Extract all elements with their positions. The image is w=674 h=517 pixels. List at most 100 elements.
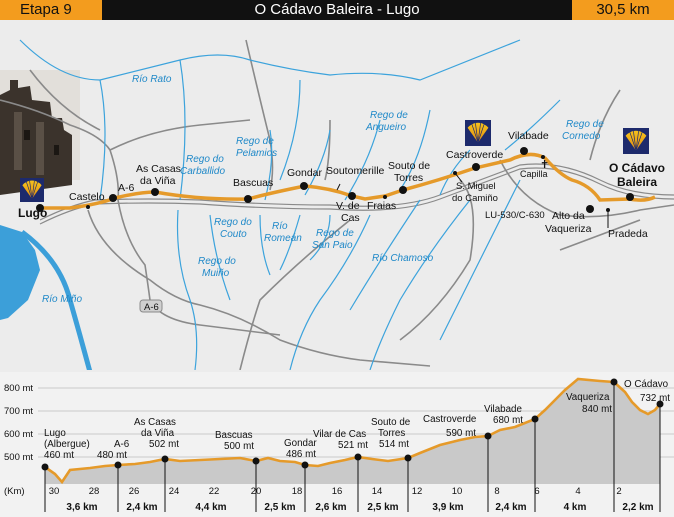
label-rego-couto-1: Rego do (214, 217, 252, 228)
elevation-profile: 800 mt 700 mt 600 mt 500 mt (Km) Lugo (A… (0, 372, 674, 517)
stop-lugo-elev: 460 mt (44, 450, 74, 461)
x-tick: 20 (251, 486, 262, 497)
label-rego-muino-2: Muiño (202, 268, 230, 279)
profile-area (45, 379, 660, 484)
label-bascuas: Bascuas (233, 177, 273, 189)
x-tick: 18 (292, 486, 303, 497)
segment-distance: 2,5 km (367, 502, 398, 513)
label-rego-cornedo-1: Rego de (566, 119, 604, 130)
label-rio-rato: Río Rato (132, 74, 172, 85)
label-gondar: Gondar (287, 167, 323, 179)
label-rego-carballido-2: Carballido (180, 166, 225, 177)
stop-a6-name: A-6 (114, 439, 130, 450)
stop-ascasas-name-2: da Viña (141, 428, 175, 439)
stop-a6-elev: 480 mt (97, 450, 127, 461)
label-cadavo-1: O Cádavo (609, 161, 665, 175)
segment-distance: 2,2 km (622, 502, 653, 513)
label-altovaq-2: Vaqueriza (545, 223, 592, 235)
segment-distance: 2,5 km (264, 502, 295, 513)
label-as-casas-1: As Casas (136, 163, 181, 175)
svg-text:A-6: A-6 (144, 302, 159, 313)
stage-distance: 30,5 km (572, 0, 674, 20)
label-vilabade: Vilabade (508, 130, 549, 142)
label-rego-muino-1: Rego do (198, 256, 236, 267)
route-map: ✝ Lugo Castelo A-6 As Casas da Viña Basc… (0, 39, 674, 370)
y-tick-500: 500 mt (4, 452, 33, 463)
stop-lugo-name-2: (Albergue) (44, 439, 90, 450)
segment-distance: 2,4 km (126, 502, 157, 513)
segment-distance: 3,6 km (66, 502, 97, 513)
label-capilla: Capilla (520, 169, 548, 179)
stop-vaqueriza-name: Vaqueriza (566, 392, 610, 403)
camino-route (40, 152, 656, 210)
label-a6-map: A-6 (118, 182, 135, 194)
stop-souto-name-2: Torres (378, 428, 405, 439)
label-rego-pelamios-1: Rego de (236, 136, 274, 147)
label-rego-cornedo-2: Cornedo (562, 131, 601, 142)
label-lu530: LU-530/C-630 (485, 210, 545, 221)
place-markers (36, 147, 634, 213)
km-ticks: 30 28 26 24 22 20 18 16 14 12 10 8 6 4 2 (49, 486, 622, 497)
x-tick: 8 (494, 486, 499, 497)
label-rio-mino: Río Miño (42, 294, 82, 305)
a6-road-badge: A-6 (139, 299, 163, 313)
stop-souto-elev: 514 mt (379, 439, 409, 450)
scallop-shell-icon (464, 120, 492, 146)
label-castelo: Castelo (69, 191, 105, 203)
x-tick: 4 (575, 486, 580, 497)
x-tick: 14 (372, 486, 383, 497)
x-tick: 28 (89, 486, 100, 497)
km-axis-label: (Km) (4, 486, 25, 497)
label-rego-pelamios-2: Pelamios (236, 148, 277, 159)
y-tick-700: 700 mt (4, 406, 33, 417)
label-rego-carballido-1: Rego do (186, 154, 224, 165)
segment-distance: 2,6 km (315, 502, 346, 513)
label-rego-angueiro-1: Rego de (370, 110, 408, 121)
stop-cadavo-elev: 732 mt (640, 393, 670, 404)
segment-distance: 4,4 km (195, 502, 226, 513)
scallop-shell-icon (622, 128, 650, 154)
label-soutomerille: Soutomerille (326, 165, 385, 177)
segment-distance: 2,4 km (495, 502, 526, 513)
x-tick: 22 (209, 486, 220, 497)
label-souto-2: Torres (394, 172, 423, 184)
x-tick: 16 (332, 486, 343, 497)
stop-vilabade-elev: 680 mt (493, 415, 523, 426)
stop-vilardecas-name: Vilar de Cas (313, 429, 366, 440)
label-rego-angueiro-2: Angueiro (365, 122, 406, 133)
label-altovaq-1: Alto da (552, 210, 585, 222)
profile-stop-dots (41, 378, 664, 471)
stop-bascuas-name: Bascuas (215, 430, 253, 441)
stop-gondar-name: Gondar (284, 438, 317, 449)
label-as-casas-2: da Viña (140, 175, 176, 187)
segment-distances: 3,6 km 2,4 km 4,4 km 2,5 km 2,6 km 2,5 k… (66, 502, 653, 513)
profile-line (44, 377, 661, 485)
stop-vilardecas-elev: 521 mt (338, 440, 368, 451)
stage-header: Etapa 9 O Cádavo Baleira - Lugo 30,5 km (0, 0, 674, 20)
stop-ascasas-elev: 502 mt (149, 439, 179, 450)
stop-ascasas-name-1: As Casas (134, 417, 176, 428)
stop-lugo-name-1: Lugo (44, 428, 66, 439)
chapel-cross-icon: ✝ (540, 159, 549, 171)
x-tick: 12 (412, 486, 423, 497)
castle-image (0, 70, 80, 195)
stop-vilabade-name: Vilabade (484, 404, 523, 415)
label-rego-couto-2: Couto (220, 229, 247, 240)
stop-castroverde-elev: 590 mt (446, 428, 476, 439)
stop-cadavo-name: O Cádavo (624, 379, 669, 390)
label-vdecas-1: V. de (336, 200, 360, 212)
label-rio-romean-1: Río (272, 221, 288, 232)
stop-gondar-elev: 486 mt (286, 449, 316, 460)
stop-castroverde-name: Castroverde (423, 414, 477, 425)
label-lugo: Lugo (18, 206, 47, 220)
label-souto-1: Souto de (388, 160, 430, 172)
stage-title: O Cádavo Baleira - Lugo (254, 1, 420, 18)
label-rio-romean-2: Romeán (264, 233, 302, 244)
label-smiguel-2: do Camiño (452, 193, 498, 204)
label-castroverde: Castroverde (446, 149, 503, 161)
label-smiguel-1: S. Miguel (456, 181, 496, 192)
highway-a6 (39, 163, 674, 225)
river-network (19, 39, 561, 370)
water-area (0, 225, 40, 320)
label-vdecas-2: Cas (341, 212, 360, 224)
